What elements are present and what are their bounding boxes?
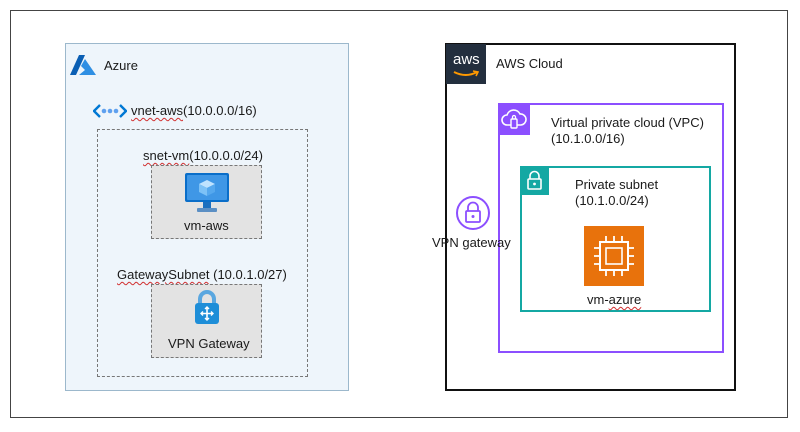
azure-logo-icon — [70, 55, 96, 75]
virtual-machine-icon — [185, 173, 229, 212]
gateway-subnet-cidr: (10.0.1.0/27) — [209, 267, 287, 282]
vm-subnet-name: snet-vm — [143, 148, 190, 163]
azure-title: Azure — [104, 58, 138, 73]
vpc-cloud-icon — [498, 103, 530, 135]
azure-vpn-gateway-label: VPN Gateway — [168, 336, 250, 351]
vpc-label: Virtual private cloud (VPC) — [551, 115, 704, 130]
vm-azure-suffix: azure — [608, 292, 642, 307]
aws-smile-mark — [453, 70, 479, 77]
aws-region — [445, 43, 736, 391]
private-subnet-boundary — [520, 166, 711, 312]
diagram-frame — [10, 10, 788, 418]
vpc-boundary — [498, 103, 724, 353]
aws-logo-text: aws — [453, 51, 480, 68]
aws-vpn-gateway-icon — [456, 196, 490, 230]
vpc-cloud-glyph — [501, 109, 527, 129]
aws-title: AWS Cloud — [496, 56, 563, 71]
aws-vpn-gateway-label: VPN gateway — [432, 235, 511, 250]
vpc-cidr: (10.1.0.0/16) — [551, 131, 625, 146]
vm-subnet-cidr: (10.0.0.0/24) — [189, 148, 263, 163]
aws-logo-icon: aws — [446, 44, 486, 84]
vm-azure-label: vm-azure — [587, 292, 641, 308]
subnet-label: Private subnet — [575, 177, 659, 192]
vnet-cidr: (10.0.0.0/16) — [183, 103, 257, 118]
subnet-lock-glyph — [527, 170, 542, 190]
ec2-chip-glyph — [594, 236, 634, 276]
vnet-boundary — [97, 129, 308, 377]
vm-aws-label: vm-aws — [184, 218, 229, 233]
vnet-name: vnet-aws — [131, 103, 184, 118]
gateway-subnet-label: GatewaySubnet (10.0.1.0/27) — [117, 267, 287, 283]
vm-azure-prefix: vm- — [587, 292, 609, 307]
ec2-instance-icon — [584, 226, 644, 286]
vm-subnet-label: snet-vm(10.0.0.0/24) — [143, 148, 263, 164]
subnet-cidr: (10.1.0.0/24) — [575, 193, 649, 208]
vpn-gateway-lock-icon — [195, 290, 219, 324]
vnet-label: vnet-aws(10.0.0.0/16) — [131, 103, 257, 119]
gateway-subnet-name: GatewaySubnet — [117, 267, 210, 282]
subnet-lock-icon — [520, 166, 549, 195]
vnet-icon — [93, 104, 127, 118]
